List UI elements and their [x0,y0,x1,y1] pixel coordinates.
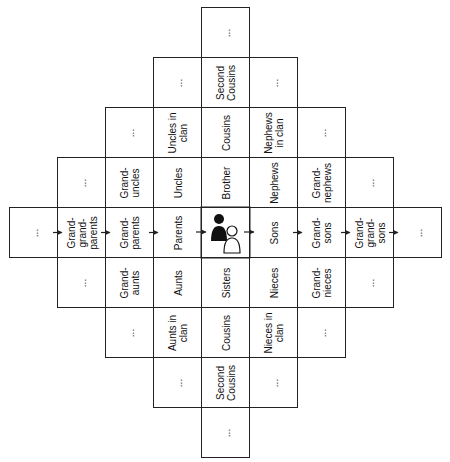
kin-label: Nephews in clan [263,111,285,155]
kin-cell: Nephews in clan [249,107,298,158]
kin-label: ... [172,361,183,405]
kin-label: Sisters [220,261,231,305]
kin-label: Grand-sons [311,211,333,255]
self-cell-border [201,207,250,258]
kin-label: ... [76,261,87,305]
kin-cell: Grand-parents [105,207,154,258]
kin-label: Nieces in clan [263,311,285,355]
kin-label: ... [124,311,135,355]
kin-cell: ... [201,407,250,458]
kin-label: Uncles [172,161,183,205]
kin-cell: ... [153,57,202,108]
kin-label: Brother [220,161,231,205]
self-cell [201,207,250,258]
kin-label: Grand-grand-sons [353,211,386,255]
kin-cell: Grand-grand-parents [57,207,106,258]
lineal-arrow [196,231,206,232]
kin-label: Uncles in clan [167,111,189,155]
kin-cell: Grand-nephews [297,157,346,208]
kin-label: Nephews [268,161,279,205]
kin-cell: ... [393,207,442,258]
kin-label: Second Cousins [215,61,237,105]
kin-cell: Grand-uncles [105,157,154,208]
kin-label: Grand-grand-parents [65,211,98,255]
kin-label: ... [220,11,231,55]
kin-label: ... [364,261,375,305]
kin-cell: Sons [249,207,298,258]
kin-cell: ... [57,157,106,208]
kin-label: Aunts [172,261,183,305]
kin-label: Second Cousins [215,361,237,405]
kin-label: Cousins [220,111,231,155]
kin-label: Grand-nieces [311,261,333,305]
kin-label: ... [268,361,279,405]
kin-cell: ... [345,257,394,308]
kin-label: Sons [268,211,279,255]
kin-cell: Cousins [201,307,250,358]
kin-label: Grand-nephews [311,161,333,205]
kin-cell: ... [297,307,346,358]
kin-cell: Nieces [249,257,298,308]
kin-cell: Second Cousins [201,57,250,108]
kin-cell: Grand-grand-sons [345,207,394,258]
kin-cell: ... [249,57,298,108]
kin-label: ... [316,311,327,355]
kin-cell: Uncles in clan [153,107,202,158]
kin-cell: ... [297,107,346,158]
kin-cell: Grand-aunts [105,257,154,308]
kin-label: ... [412,211,423,255]
kin-cell: ... [249,357,298,408]
kin-label: Nieces [268,261,279,305]
kin-label: Grand-parents [119,211,141,255]
kin-cell: Brother [201,157,250,208]
kin-label: Aunts in clan [167,311,189,355]
kin-cell: Sisters [201,257,250,308]
kin-label: ... [364,161,375,205]
kin-label: ... [316,111,327,155]
kin-label: Grand-uncles [119,161,141,205]
kin-cell: Grand-sons [297,207,346,258]
kin-cell: Nieces in clan [249,307,298,358]
person-figure-black [211,214,227,241]
kin-cell: ... [105,307,154,358]
kin-label: ... [28,211,39,255]
kin-cell: ... [345,157,394,208]
kin-cell: Aunts [153,257,202,308]
kin-cell: ... [201,7,250,58]
kin-label: ... [76,161,87,205]
kin-cell: Uncles [153,157,202,208]
kin-label: ... [124,111,135,155]
kin-cell: Parents [153,207,202,258]
kin-label: Grand-aunts [119,261,141,305]
kin-cell: ... [153,357,202,408]
kin-cell: ... [105,107,154,158]
kin-cell: Nephews [249,157,298,208]
kin-label: Parents [172,211,183,255]
kin-label: ... [268,61,279,105]
person-figure-white [224,226,240,253]
kin-cell: Grand-nieces [297,257,346,308]
kin-label: Cousins [220,311,231,355]
kin-cell: Aunts in clan [153,307,202,358]
kin-label: ... [172,61,183,105]
kin-cell: ... [57,257,106,308]
kin-cell: ... [9,207,58,258]
kin-label: ... [220,411,231,455]
kin-cell: Second Cousins [201,357,250,408]
kin-cell: Cousins [201,107,250,158]
